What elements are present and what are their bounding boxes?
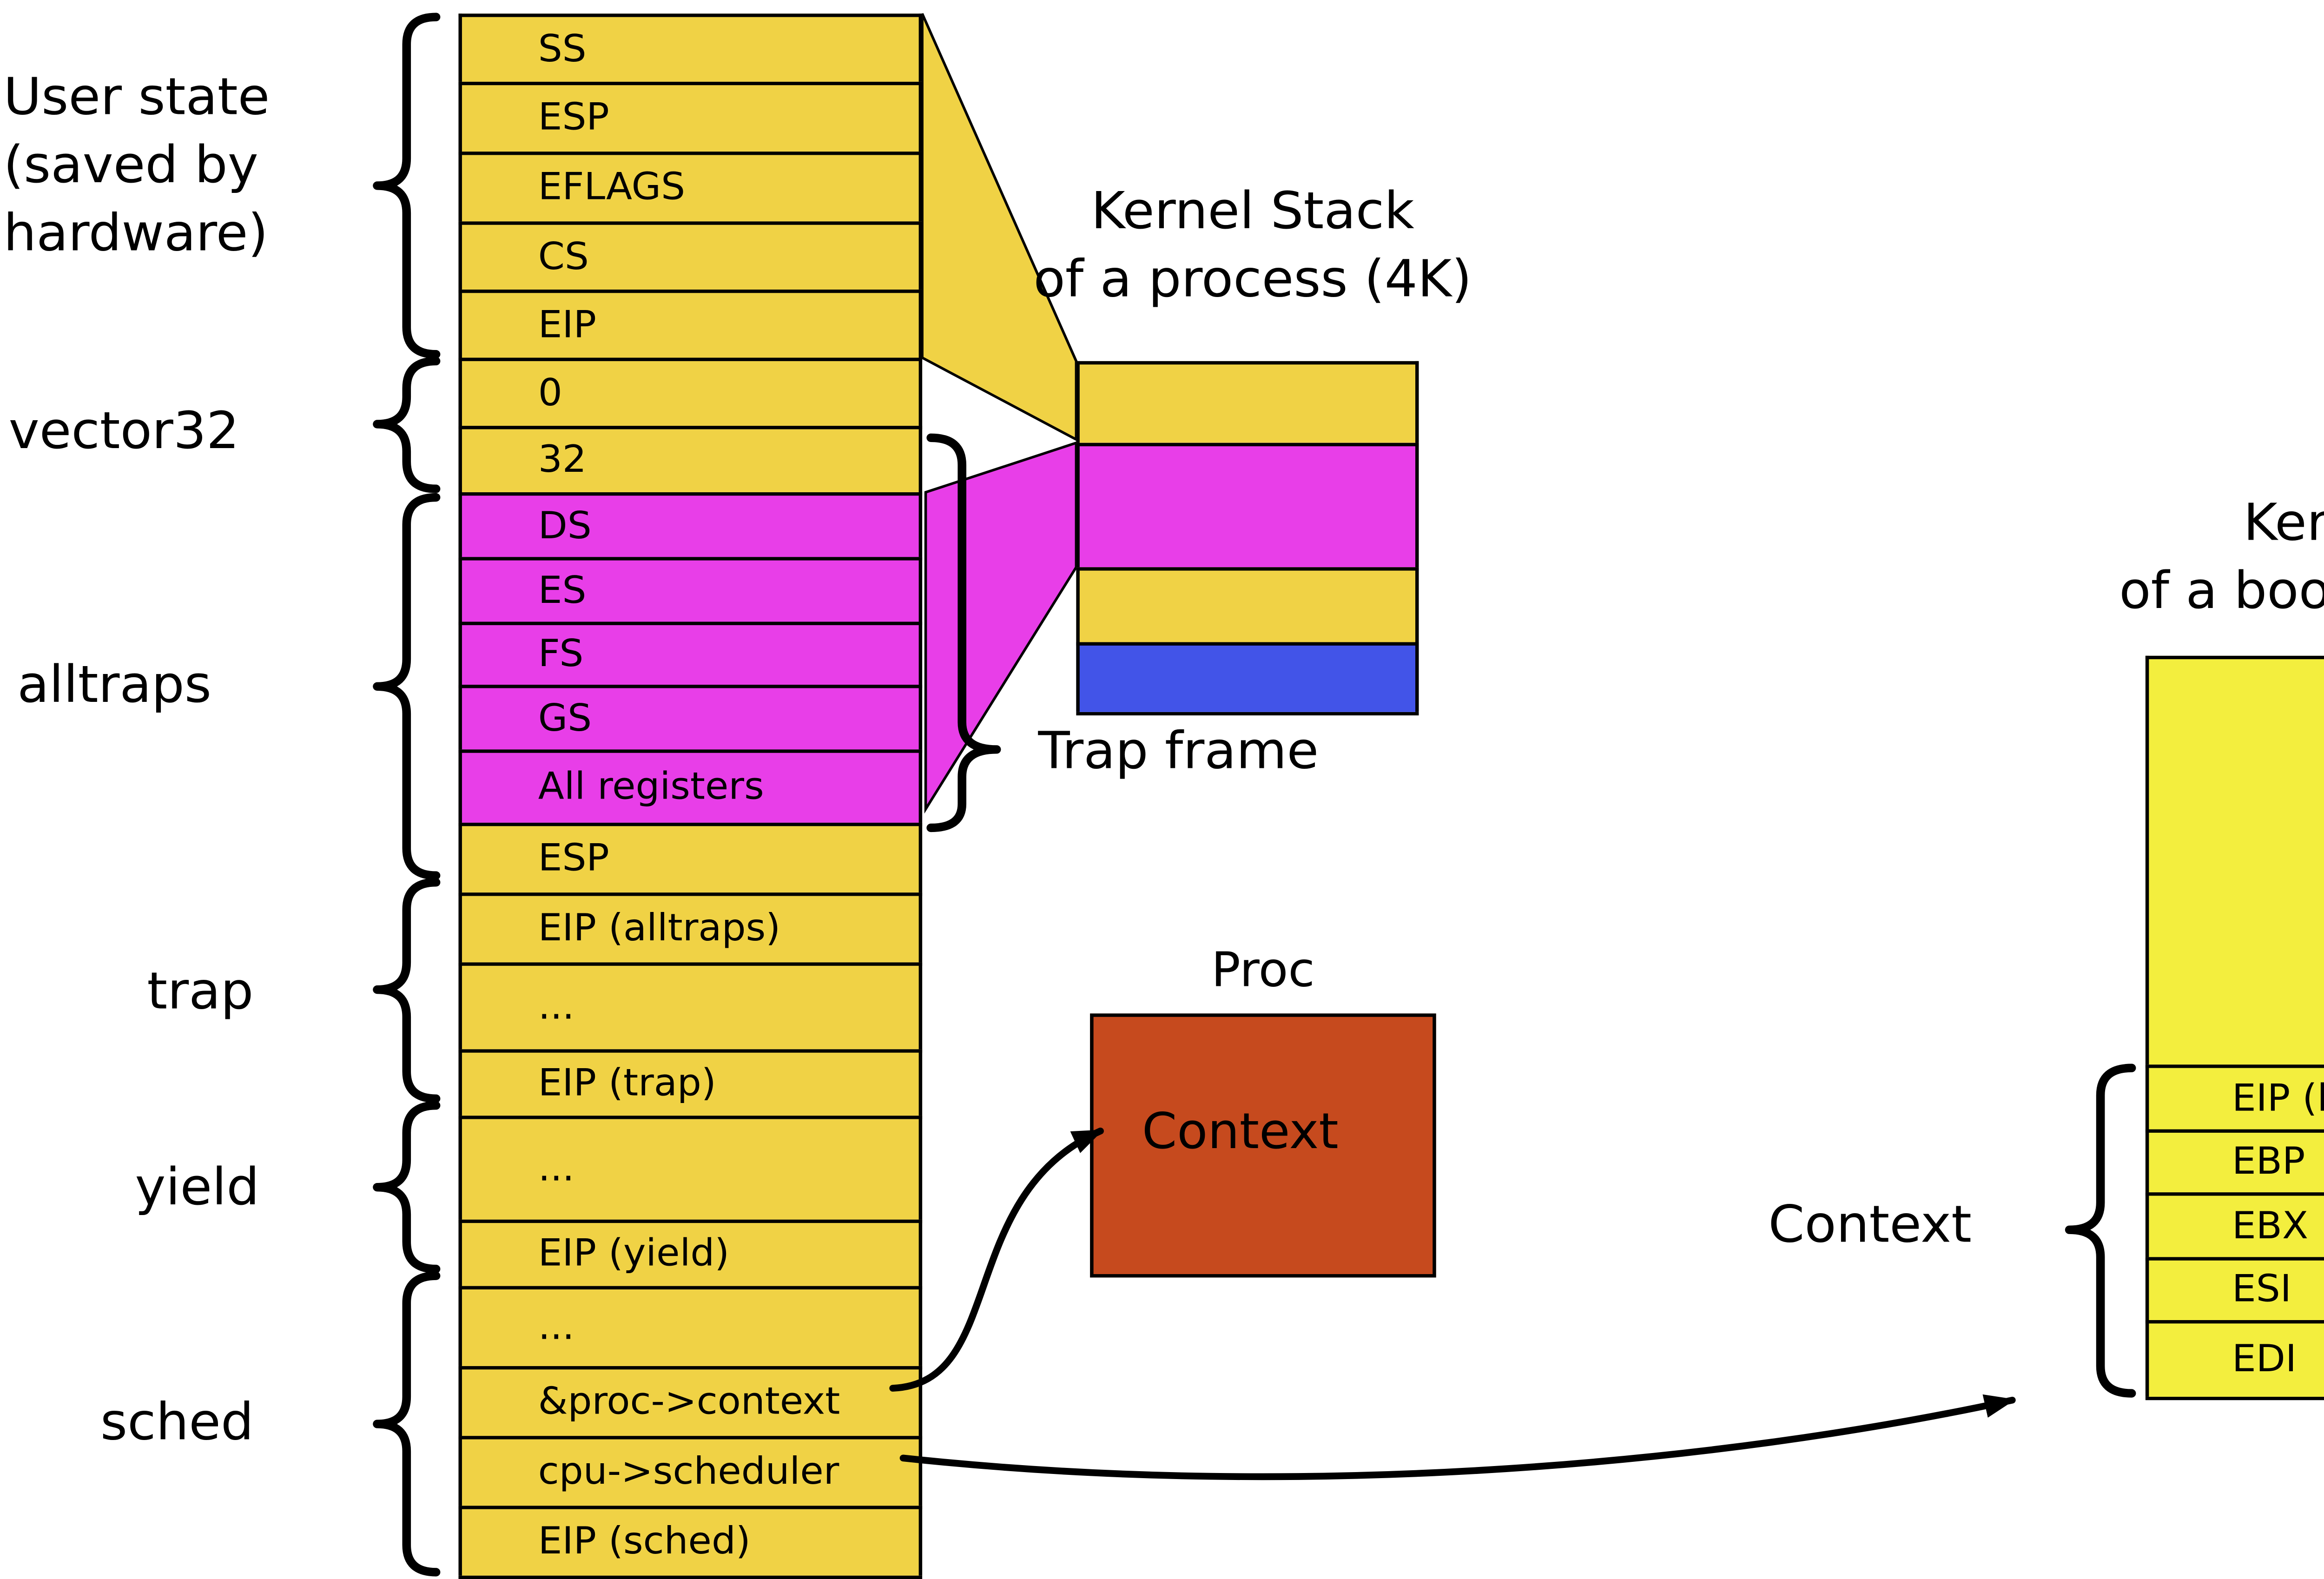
stack-row-gs: GS <box>458 685 923 750</box>
proc-box: Context <box>1090 1013 1436 1278</box>
stack-row-es: ES <box>458 557 923 622</box>
stack-row-ellipsis-3: ... <box>458 1286 923 1366</box>
mini-band-bottom <box>1076 642 1419 712</box>
stack-row-eflags: EFLAGS <box>458 152 923 222</box>
boot-stack-title: Kernel Stack of a boot process (4K) <box>2119 494 2324 622</box>
arrow-cpu-scheduler <box>899 1394 2016 1480</box>
stack-row-zero: 0 <box>458 357 923 426</box>
stack-row-esp2: ESP <box>458 822 923 893</box>
arrow-proc-context <box>889 1127 1104 1392</box>
proc-title: Proc <box>1211 942 1315 998</box>
brace-sched <box>373 1271 441 1577</box>
stack-row-ss: SS <box>458 13 923 82</box>
group-label-yield: yield <box>135 1158 260 1218</box>
stack-row-cpu-scheduler: cpu->scheduler <box>458 1436 923 1506</box>
stack-row-32: 32 <box>458 426 923 493</box>
stack-row-eip-sched: EIP (sched) <box>458 1506 923 1576</box>
brace-vector32 <box>373 357 441 493</box>
stack-row-ellipsis-2: ... <box>458 1116 923 1220</box>
stack-row-cs: CS <box>458 221 923 290</box>
brace-trap <box>373 878 441 1103</box>
stack-row-eip-trap: EIP (trap) <box>458 1049 923 1116</box>
brace-user-state <box>373 13 441 359</box>
group-label-user-state: User state (saved by hardware) <box>3 68 270 264</box>
process-stack-mini <box>1076 361 1419 716</box>
group-label-trap: trap <box>147 962 254 1022</box>
trap-frame-label: Trap frame <box>1038 722 1319 782</box>
boot-context-label: Context <box>1768 1196 1972 1255</box>
group-label-alltraps: alltraps <box>17 655 211 716</box>
boot-row-ebx: EBX <box>2145 1192 2324 1257</box>
boot-row-esi: ESI <box>2145 1257 2324 1320</box>
mini-band-user-state <box>1076 361 1419 443</box>
stack-row-ds: DS <box>458 492 923 557</box>
group-label-vector32: vector32 <box>8 402 239 462</box>
brace-boot-context <box>2065 1064 2136 1398</box>
stack-row-all-registers: All registers <box>458 749 923 823</box>
mini-band-trap-frame <box>1076 443 1419 568</box>
boot-kernel-stack: EIP (line: 2479) EBP EBX ESI EDI <box>2145 655 2324 1401</box>
boot-row-eip: EIP (line: 2479) <box>2145 1064 2324 1130</box>
stack-row-eip-yield: EIP (yield) <box>458 1219 923 1286</box>
boot-row-ebp: EBP <box>2145 1129 2324 1193</box>
stack-row-eip: EIP <box>458 289 923 358</box>
brace-trap-frame <box>926 433 1001 832</box>
group-label-sched: sched <box>100 1393 254 1453</box>
proc-context-label: Context <box>1142 1102 1339 1160</box>
boot-row-edi: EDI <box>2145 1320 2324 1397</box>
stack-row-esp: ESP <box>458 81 923 152</box>
stack-row-ellipsis-1: ... <box>458 962 923 1050</box>
stack-row-eip-alltraps: EIP (alltraps) <box>458 892 923 963</box>
kernel-process-stack: SS ESP EFLAGS CS EIP 0 32 DS ES FS GS Al… <box>458 13 923 1579</box>
brace-yield <box>373 1101 441 1274</box>
stack-row-proc-context: &proc->context <box>458 1366 923 1436</box>
brace-alltraps <box>373 493 441 880</box>
process-stack-title: Kernel Stack of a process (4K) <box>1033 182 1472 310</box>
mini-band-kernel <box>1076 567 1419 642</box>
boot-stack-empty-area <box>2145 655 2324 1065</box>
stack-row-fs: FS <box>458 621 923 685</box>
